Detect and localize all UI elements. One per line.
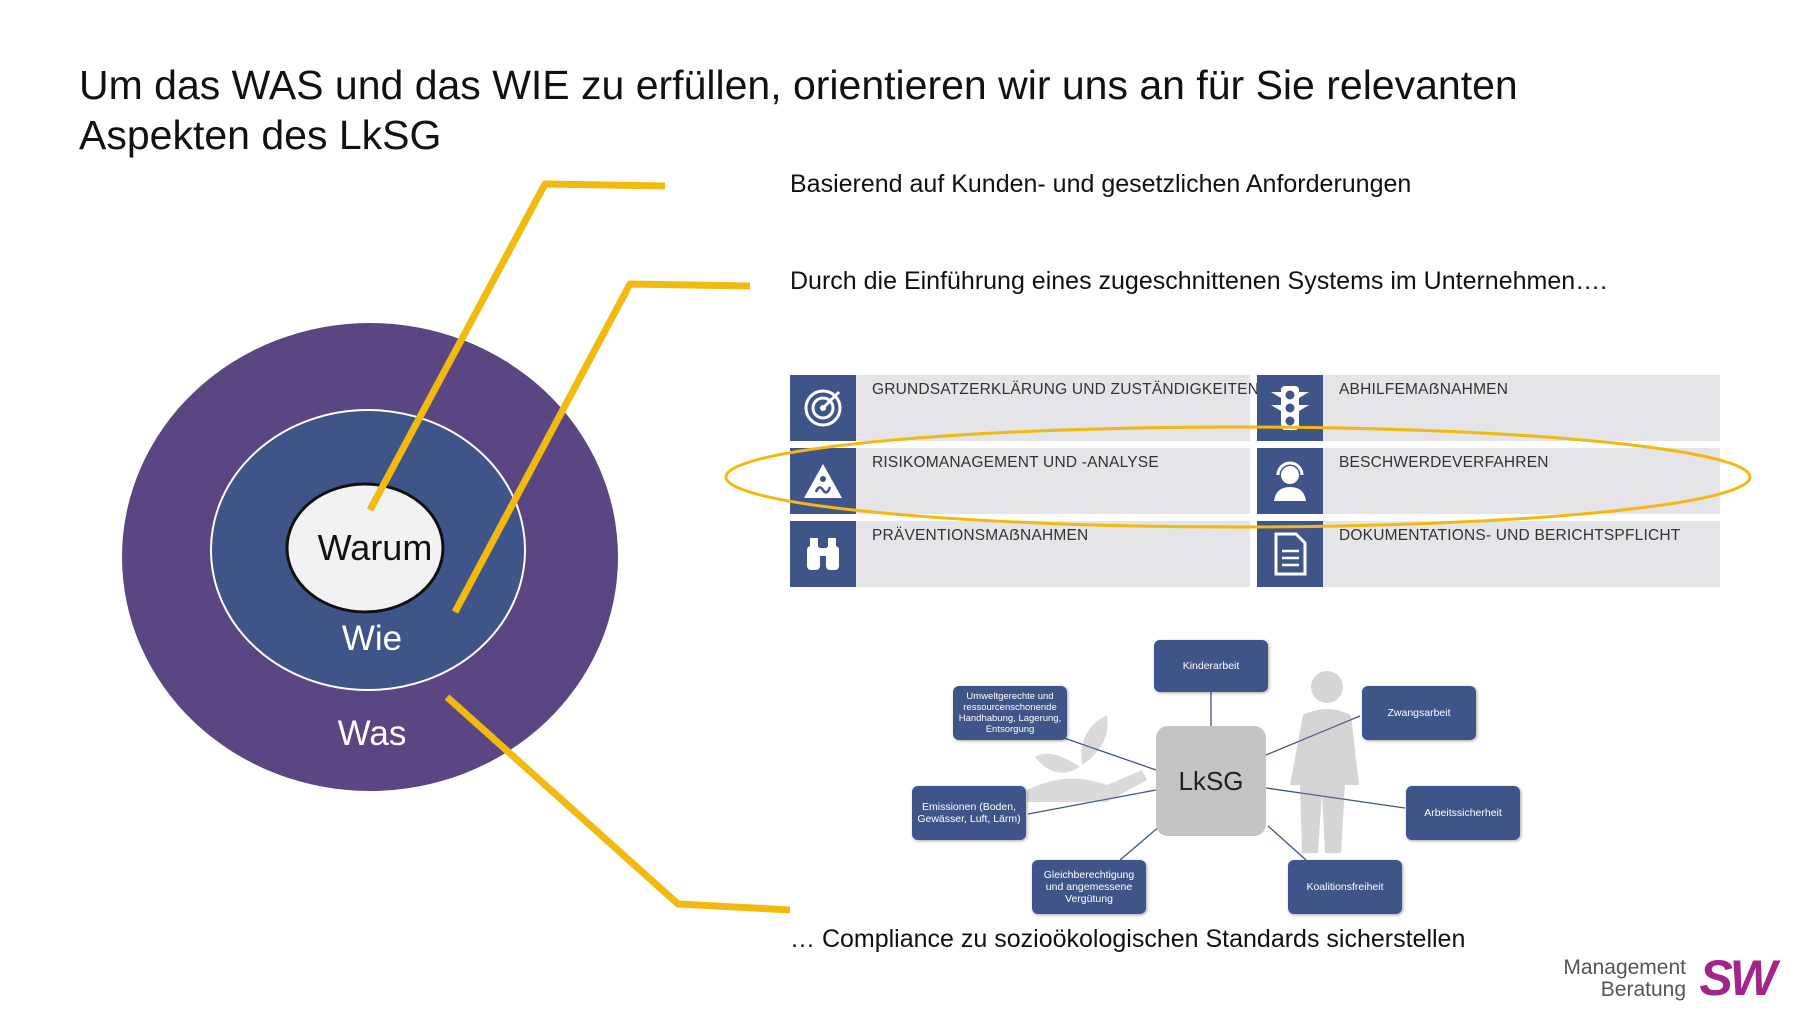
element-label: RISIKOMANAGEMENT UND -ANALYSE — [872, 454, 1159, 471]
lksg-elements-grid: GRUNDSATZERKLÄRUNG UND ZUSTÄNDIGKEITEN A… — [790, 375, 1720, 587]
element-tile-risiko: RISIKOMANAGEMENT UND -ANALYSE — [790, 448, 1250, 514]
node-emissionen: Emissionen (Boden, Gewässer, Luft, Lärm) — [912, 786, 1026, 840]
element-label: PRÄVENTIONSMAẞNAHMEN — [872, 527, 1089, 544]
headset-icon — [1257, 448, 1323, 514]
logo-line-beratung: Beratung — [1600, 978, 1686, 1001]
logo-line-management: Management — [1563, 956, 1686, 979]
element-label: GRUNDSATZERKLÄRUNG UND ZUSTÄNDIGKEITEN — [872, 381, 1260, 398]
inner-circle-warum — [285, 482, 445, 614]
node-kinderarbeit: Kinderarbeit — [1154, 640, 1268, 692]
warum-label: Warum — [318, 527, 433, 568]
node-zwangsarbeit: Zwangsarbeit — [1362, 686, 1476, 740]
element-tile-beschwerde: BESCHWERDEVERFAHREN — [1257, 448, 1720, 514]
element-tile-praevention: PRÄVENTIONSMAẞNAHMEN — [790, 521, 1250, 587]
element-tile-abhilfe: ABHILFEMAẞNAHMEN — [1257, 375, 1720, 441]
logo-text: Management Beratung — [1563, 957, 1686, 1001]
warning-triangle-icon — [790, 448, 856, 514]
traffic-light-icon — [1257, 375, 1323, 441]
binoculars-icon — [790, 521, 856, 587]
statement-wie: Durch die Einführung eines zugeschnitten… — [790, 267, 1608, 295]
person-silhouette-icon — [1290, 671, 1359, 853]
connector-wie — [451, 280, 751, 614]
logo-brand-sw: SW — [1699, 950, 1777, 1006]
element-label: BESCHWERDEVERFAHREN — [1339, 454, 1549, 471]
company-logo: Management Beratung SW — [1548, 950, 1778, 1011]
document-icon — [1257, 521, 1323, 587]
element-label: ABHILFEMAẞNAHMEN — [1339, 381, 1509, 398]
statement-was: … Compliance zu sozioökologischen Standa… — [790, 925, 1466, 953]
node-arbeitssicherheit: Arbeitssicherheit — [1406, 786, 1520, 840]
lksg-links — [1027, 690, 1406, 861]
connector-was — [444, 694, 791, 914]
connector-warum — [366, 180, 666, 512]
node-gleichberechtigung: Gleichberechtigung und angemessene Vergü… — [1032, 860, 1146, 914]
node-koalitionsfreiheit: Koalitionsfreiheit — [1288, 860, 1402, 914]
plant-hand-icon — [1027, 715, 1147, 802]
was-label: Was — [338, 714, 407, 753]
element-tile-dokumentation: DOKUMENTATIONS- UND BERICHTSPFLICHT — [1257, 521, 1720, 587]
node-umwelt: Umweltgerechte und ressourcenschonende H… — [953, 686, 1067, 740]
element-tile-grundsatz: GRUNDSATZERKLÄRUNG UND ZUSTÄNDIGKEITEN — [790, 375, 1259, 441]
statement-warum: Basierend auf Kunden- und gesetzlichen A… — [790, 170, 1412, 198]
lksg-center-node: LkSG — [1156, 726, 1266, 836]
page-title: Um das WAS und das WIE zu erfüllen, orie… — [79, 62, 1518, 158]
target-icon — [790, 375, 856, 441]
wie-label: Wie — [342, 619, 402, 658]
element-label: DOKUMENTATIONS- UND BERICHTSPFLICHT — [1339, 527, 1681, 544]
